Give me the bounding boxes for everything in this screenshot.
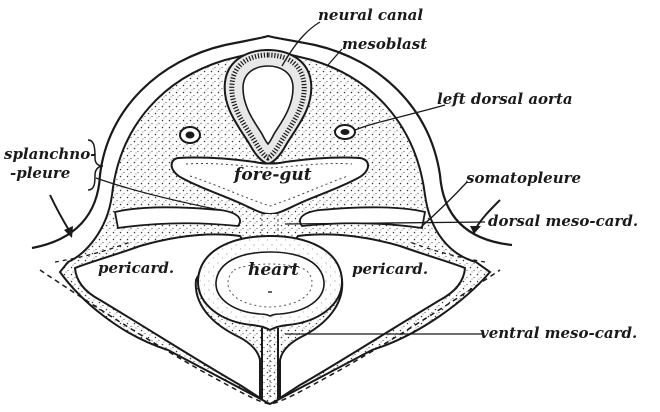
label-dorsal-meso-card: dorsal meso-card. bbox=[488, 214, 638, 229]
dorsal-mesocardium-tissue bbox=[252, 214, 288, 238]
label-neural-canal: neural canal bbox=[318, 8, 423, 23]
label-left-dorsal-aorta: left dorsal aorta bbox=[437, 92, 573, 107]
label-splanchno-line1: splanchno- bbox=[4, 147, 96, 162]
label-splanchno-line2: -pleure bbox=[10, 166, 70, 181]
label-pericard-right: pericard. bbox=[352, 262, 428, 277]
splanchno-arrow bbox=[50, 195, 73, 238]
label-fore-gut: fore-gut bbox=[234, 167, 312, 184]
label-ventral-meso-card: ventral meso-card. bbox=[480, 326, 637, 341]
label-pericard-left: pericard. bbox=[98, 261, 174, 276]
label-mesoblast: mesoblast bbox=[342, 37, 427, 52]
label-heart: heart bbox=[248, 262, 299, 279]
label-somatopleure: somatopleure bbox=[466, 171, 581, 186]
